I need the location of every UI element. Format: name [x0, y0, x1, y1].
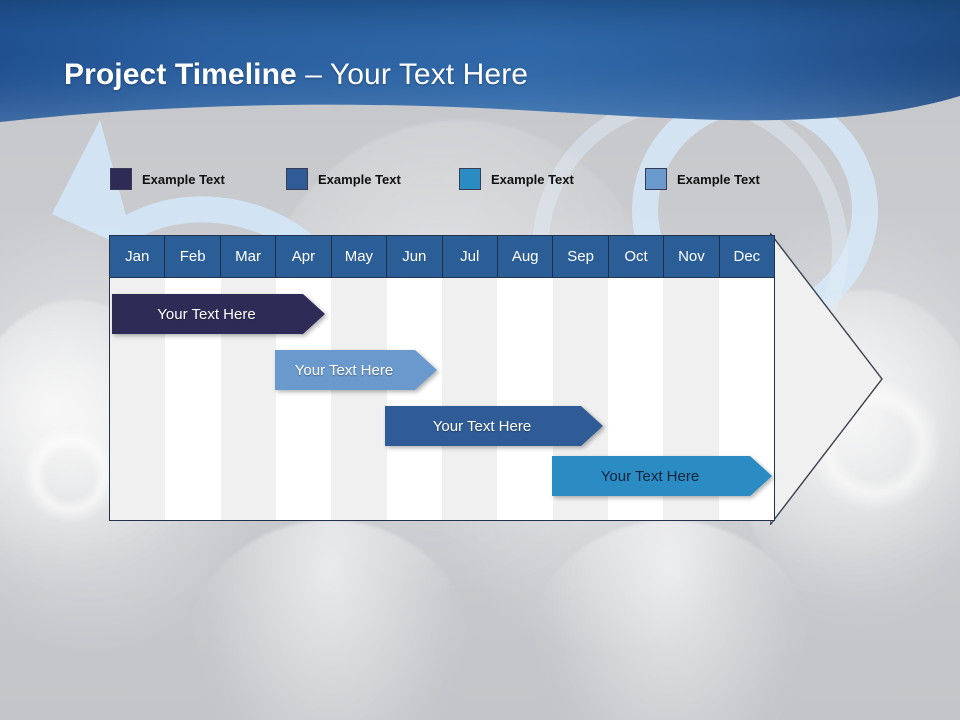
timeline-bar[interactable]: Your Text Here — [112, 294, 325, 334]
legend: Example Text Example Text Example Text E… — [110, 168, 810, 198]
timeline-bar-label: Your Text Here — [600, 467, 700, 485]
month-cell-dec[interactable]: Dec — [733, 248, 761, 265]
timeline-bar-label: Your Text Here — [157, 305, 256, 323]
grid-column-may — [331, 278, 387, 520]
timeline-bar-shape — [275, 350, 437, 390]
month-cell-mar[interactable]: Mar — [221, 236, 277, 277]
month-cell-sep[interactable]: Sep — [553, 236, 609, 277]
timeline-bar-label: Your Text Here — [432, 417, 532, 435]
legend-item[interactable]: Example Text — [110, 168, 225, 190]
month-cell-apr[interactable]: Apr — [276, 236, 332, 277]
grid-column-aug — [497, 278, 553, 520]
month-cell-jun[interactable]: Jun — [387, 236, 443, 277]
timeline-bar-shape — [385, 406, 603, 446]
legend-swatch-icon — [110, 168, 132, 190]
legend-swatch-icon — [286, 168, 308, 190]
month-cell-jan[interactable]: Jan — [110, 236, 166, 277]
page-title: Project Timeline – Your Text Here — [64, 58, 528, 92]
legend-item-label: Example Text — [491, 171, 574, 187]
timeline-bar[interactable]: Your Text Here — [275, 350, 437, 390]
timeline-bar[interactable]: Your Text Here — [385, 406, 603, 446]
legend-item[interactable]: Example Text — [645, 168, 760, 190]
legend-item-label: Example Text — [318, 171, 401, 187]
page-title-light: – Your Text Here — [296, 58, 529, 91]
timeline-chart: Jan Feb Mar Apr May Jun Jul Aug Sep Oct … — [109, 235, 775, 521]
legend-swatch-icon — [459, 168, 481, 190]
month-cell-nov[interactable]: Nov — [664, 236, 720, 277]
timeline-bar-label: Your Text Here — [294, 361, 394, 379]
month-cell-jul[interactable]: Jul — [443, 236, 498, 277]
legend-swatch-icon — [645, 168, 667, 190]
month-cell-oct[interactable]: Oct — [609, 236, 665, 277]
month-cell-aug[interactable]: Aug — [498, 236, 554, 277]
month-cell-feb[interactable]: Feb — [165, 236, 221, 277]
month-header-row: Jan Feb Mar Apr May Jun Jul Aug Sep Oct … — [109, 235, 775, 278]
legend-item[interactable]: Example Text — [459, 168, 574, 190]
legend-item-label: Example Text — [142, 171, 225, 187]
timeline-bar-shape — [112, 294, 325, 334]
timeline-bar[interactable]: Your Text Here — [552, 456, 772, 496]
timeline-bars: Your Text Here Your Text Here Your Text … — [109, 278, 775, 521]
grid-column-jul — [441, 278, 498, 520]
legend-item[interactable]: Example Text — [286, 168, 401, 190]
grid-column-jun — [386, 278, 442, 520]
page-title-strong: Project Timeline — [64, 58, 297, 91]
timeline-bar-shape — [552, 456, 772, 496]
month-cell-may[interactable]: May — [332, 236, 388, 277]
legend-item-label: Example Text — [677, 171, 760, 187]
